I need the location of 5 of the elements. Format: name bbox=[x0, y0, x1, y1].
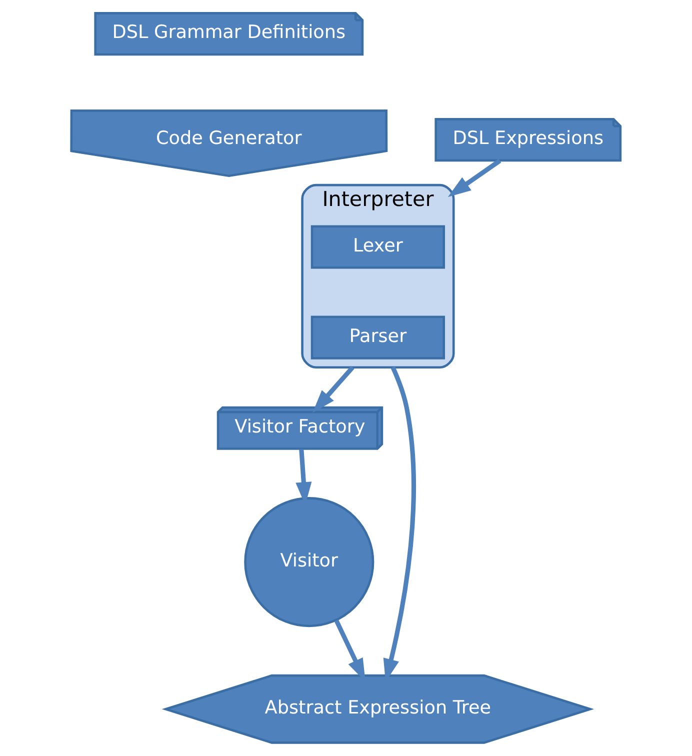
arrow bbox=[312, 366, 354, 413]
node-box: Parser bbox=[310, 316, 445, 360]
node-circle: Visitor bbox=[244, 497, 374, 628]
node-box: Lexer bbox=[310, 225, 445, 269]
arrow bbox=[448, 158, 502, 197]
